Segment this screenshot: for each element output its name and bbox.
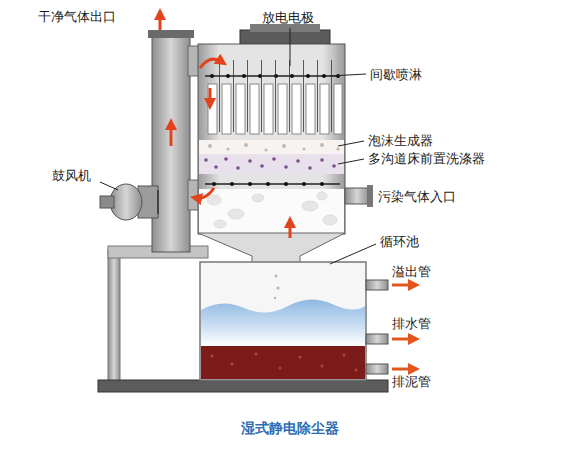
- drain-label: 排水管: [392, 316, 431, 331]
- overflow-label: 溢出管: [392, 264, 431, 279]
- figure-caption: 湿式静电除尘器: [241, 420, 339, 436]
- spray-label: 间歇喷淋: [370, 67, 422, 82]
- sludge-label: 排泥管: [392, 374, 431, 389]
- tank-label: 循环池: [380, 234, 419, 249]
- inlet-label: 污染气体入口: [378, 189, 456, 204]
- foam-label: 泡沫生成器: [368, 133, 433, 148]
- blower-label: 鼓风机: [52, 168, 91, 183]
- outlet-label: 干净气体出口: [38, 9, 116, 24]
- scrubber-label: 多沟道床前置洗涤器: [368, 151, 485, 166]
- electrode-label: 放电电极: [262, 10, 314, 25]
